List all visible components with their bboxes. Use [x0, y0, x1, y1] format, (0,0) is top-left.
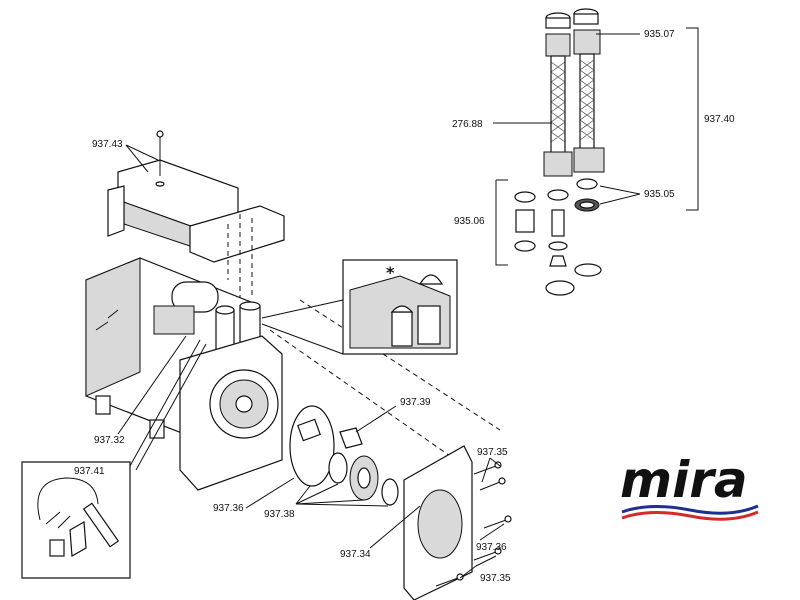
leader-937-35-top [481, 457, 501, 483]
pump-front-cover-recess [417, 489, 463, 559]
pump-parts [289, 405, 512, 600]
valve-insert [551, 209, 565, 237]
leader-937-41 [129, 339, 207, 471]
label-937-41: 937.41 [74, 466, 105, 477]
thermostat-clip [69, 521, 87, 557]
inset-pipe-right [417, 305, 441, 345]
bracket-937-40 [686, 27, 699, 211]
leader-937-36-right [479, 523, 505, 541]
label-937-36-right: 937.36 [476, 542, 507, 553]
washer-935-06-bottom [514, 240, 536, 252]
label-937-43: 937.43 [92, 139, 123, 150]
thermostat-wire [37, 477, 99, 521]
hose-bottom-nut-right [573, 147, 605, 173]
inset-pipe-left [391, 311, 413, 347]
label-937-34: 937.34 [340, 549, 371, 560]
washer-front [381, 478, 399, 506]
braided-hose-right [579, 53, 595, 155]
screw-head-4 [494, 547, 502, 555]
leader-937-38 [295, 483, 389, 507]
mira-logo-text: mira [620, 451, 748, 509]
cover-clip [189, 205, 285, 263]
main-body [85, 257, 283, 491]
union-nut-left [545, 280, 575, 296]
bracket-935-06 [495, 179, 508, 266]
label-937-40: 937.40 [704, 114, 735, 125]
washer-upper-left [547, 189, 569, 201]
leader-937-35-bottom [459, 555, 497, 579]
screw-head-3 [504, 515, 512, 523]
inset-937-41-frame [21, 461, 131, 579]
unit-side-panel [85, 257, 141, 397]
detail-inset: * [261, 259, 458, 355]
cover-screws [435, 465, 507, 587]
inlet-pipe-top [215, 305, 235, 315]
cover-assembly [107, 130, 285, 263]
union-nut-right [574, 263, 602, 277]
spacer-935-06 [515, 209, 535, 233]
unit-foot-left [95, 395, 111, 415]
screw-head-5 [456, 573, 464, 581]
check-valve [549, 255, 567, 267]
pump-shaft [235, 395, 253, 413]
o-ring-large [289, 405, 335, 487]
pump-clip [297, 418, 321, 442]
inset-cap-loose [418, 274, 444, 285]
outlet-pipe-top [239, 301, 261, 311]
leader-937-36-left [245, 477, 295, 509]
washer-935-06-top [514, 191, 536, 203]
leader-937-34 [369, 505, 421, 549]
asterisk-marker: * [386, 263, 395, 282]
logo-wave-blue [621, 504, 759, 515]
washer-insert-bottom [548, 241, 568, 251]
cover-screw-head [156, 130, 164, 138]
label-937-39: 937.39 [400, 397, 431, 408]
thermostat-connector [49, 539, 65, 557]
label-276-88: 276.88 [452, 119, 483, 130]
washer-upper-right [576, 178, 598, 190]
label-937-38: 937.38 [264, 509, 295, 520]
label-937-35-bottom: 937.35 [480, 573, 511, 584]
inset-cap-fitted [390, 305, 414, 313]
inset-937-41 [21, 461, 131, 579]
label-937-36-left: 937.36 [213, 503, 244, 514]
impeller-hub [357, 467, 371, 489]
hose-top-nut-left [545, 33, 571, 57]
inset-callout-lines [261, 299, 344, 355]
heater-tank [171, 281, 219, 313]
screw-head-2 [498, 477, 506, 485]
label-935-07: 935.07 [644, 29, 675, 40]
hose-cap-right-body [573, 13, 599, 25]
label-937-35-top: 937.35 [477, 447, 508, 458]
cover-washer [155, 181, 165, 187]
thermostat-probe [82, 502, 120, 548]
label-935-05: 935.05 [644, 189, 675, 200]
leader-937-39 [355, 405, 397, 433]
leader-937-43 [125, 144, 159, 173]
leader-935-05 [599, 185, 641, 205]
filter-washer-hole [579, 201, 595, 209]
hose-assembly [514, 8, 605, 296]
logo-wave-red [621, 510, 759, 521]
seal-ring [328, 452, 348, 484]
label-935-06: 935.06 [454, 216, 485, 227]
terminal-block [153, 305, 195, 335]
hose-bottom-nut-left [543, 151, 573, 177]
assembly-lines-cover [227, 214, 253, 300]
label-937-32: 937.32 [94, 435, 125, 446]
top-cover-side [107, 185, 125, 237]
coupling-937-39 [339, 427, 363, 449]
body-detail-lines [95, 309, 119, 331]
mira-logo: mira [620, 451, 759, 521]
assembly-lines-front [269, 299, 501, 471]
leader-937-32 [117, 335, 187, 435]
hose-cap-left-body [545, 17, 571, 29]
thermostat-screws [45, 511, 71, 529]
